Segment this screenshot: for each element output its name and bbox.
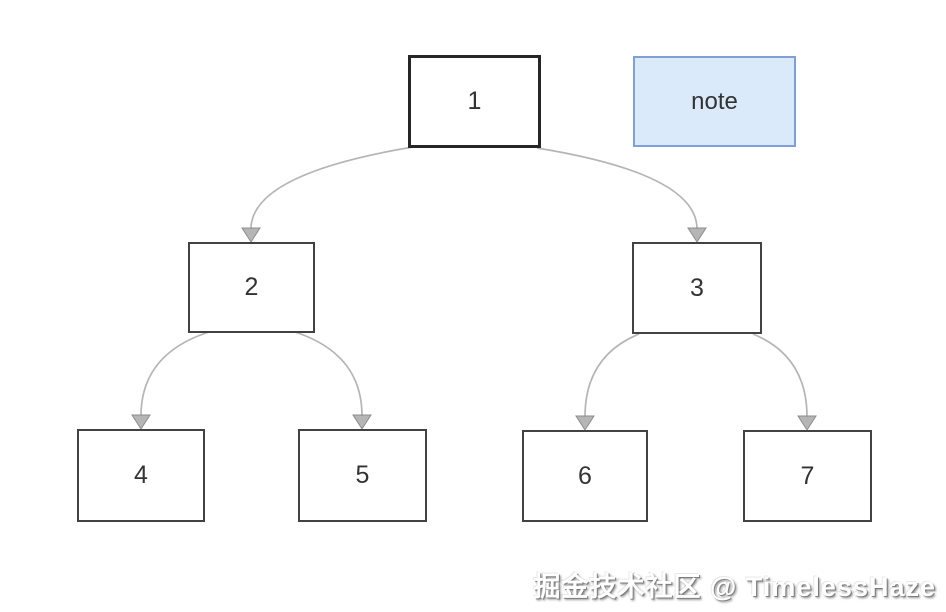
edge-3-6 [584, 333, 640, 418]
node-label: 4 [134, 461, 148, 489]
tree-node-1[interactable]: 1 [408, 55, 541, 148]
edge-2-5 [294, 331, 363, 417]
tree-node-7[interactable]: 7 [743, 430, 872, 522]
node-label: 7 [800, 461, 815, 490]
node-label: 3 [690, 273, 704, 302]
node-label: 1 [467, 87, 482, 115]
node-label: 5 [355, 461, 370, 489]
tree-node-4[interactable]: 4 [77, 429, 205, 522]
arrowhead-edge-1-2 [241, 227, 261, 243]
tree-node-3[interactable]: 3 [632, 242, 762, 334]
edge-2-4 [140, 331, 210, 417]
arrowhead-edge-3-6 [575, 415, 595, 431]
note-label: note [691, 87, 738, 115]
arrowhead-edge-2-5 [352, 414, 372, 430]
edge-3-7 [752, 333, 808, 418]
arrowhead-edge-2-4 [131, 414, 151, 430]
node-label: 2 [244, 273, 259, 301]
tree-node-2[interactable]: 2 [188, 242, 315, 333]
arrowhead-edge-1-3 [687, 227, 707, 243]
tree-node-6[interactable]: 6 [522, 430, 648, 522]
edge-1-3 [536, 147, 698, 230]
note-box[interactable]: note [633, 56, 796, 147]
node-label: 6 [578, 461, 592, 490]
arrowhead-edge-3-7 [797, 415, 817, 431]
edge-1-2 [250, 146, 414, 230]
watermark-text: 掘金技术社区 @ TimelessHaze [533, 572, 936, 602]
tree-node-5[interactable]: 5 [298, 429, 427, 522]
